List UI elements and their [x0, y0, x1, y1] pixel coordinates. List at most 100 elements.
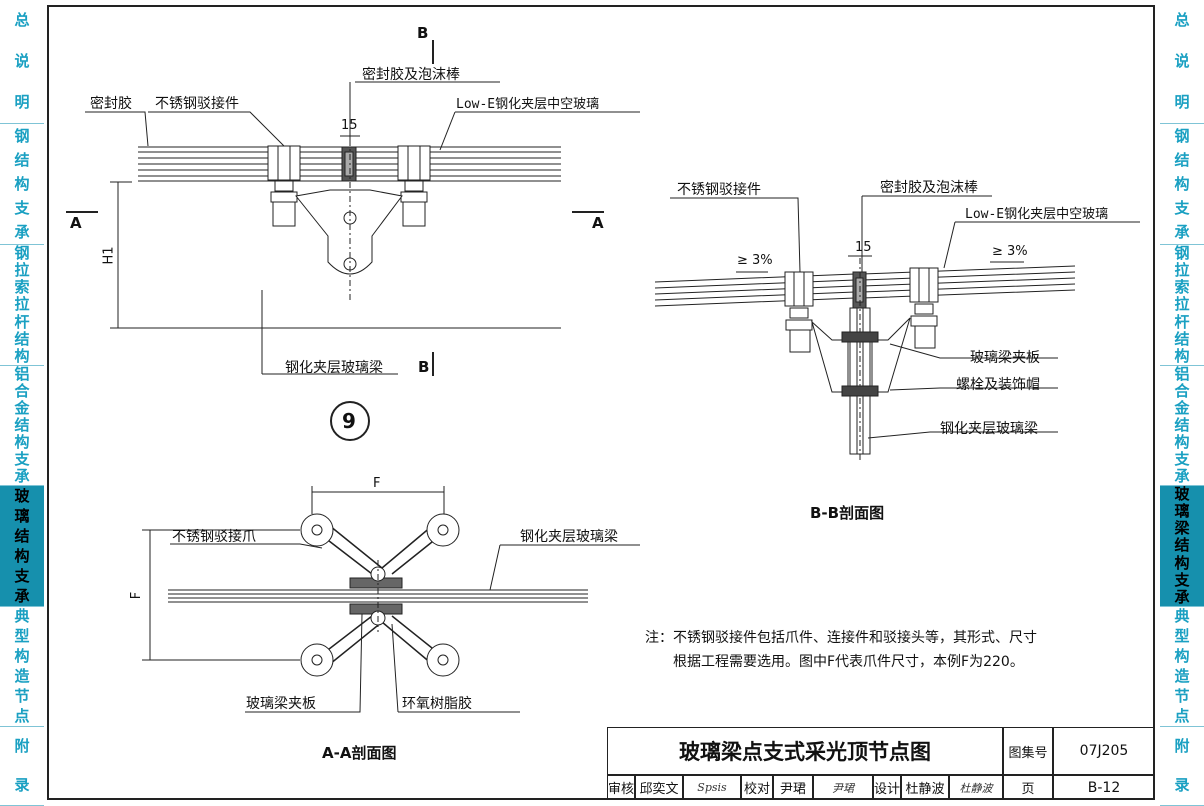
detail9-dim-15: 15 [341, 118, 358, 133]
atlas-number: 07J205 [1053, 727, 1155, 775]
sidebar-char: 构 [1174, 346, 1190, 365]
sidebar-char: 拉 [1174, 295, 1190, 314]
detail9-label-beam: 钢化夹层玻璃梁 [285, 360, 383, 376]
sidebar-char: 铝 [1174, 365, 1190, 383]
sidebar-char: 铝 [14, 365, 30, 383]
drawing-frame [47, 5, 1155, 800]
aa-label-clamp: 玻璃梁夹板 [246, 696, 316, 712]
left-sidebar: 总说明钢结构支承钢拉索拉杆结构铝合金结构支承玻璃结构支承典型构造节点附录 [0, 0, 44, 806]
drawing-title: 玻璃梁点支式采光顶节点图 [607, 727, 1003, 775]
sidebar-char: 型 [1174, 627, 1190, 646]
detail9-section-mark-a-left: A [70, 214, 82, 232]
sidebar-char: 拉 [14, 261, 30, 280]
check-name: 尹珺 [773, 775, 813, 800]
aa-dimensions [142, 486, 445, 661]
review-label: 审核 [607, 775, 635, 800]
sidebar-char: 结 [14, 526, 30, 545]
detail9-leaders [85, 81, 640, 151]
sidebar-char: 支 [1174, 450, 1190, 468]
sidebar-section[interactable]: 钢拉索拉杆结构 [1160, 245, 1204, 366]
detail9-label-sealant: 密封胶 [90, 96, 132, 112]
design-signature: 杜静波 [949, 775, 1003, 800]
atlas-label: 图集号 [1003, 727, 1053, 775]
detail9-label-connector: 不锈钢驳接件 [155, 96, 239, 112]
detail9-bracket [295, 140, 403, 300]
aa-dim-f-top: F [373, 476, 381, 491]
page-label: 页 [1003, 775, 1053, 800]
detail9-label-sealant-foam: 密封胶及泡沫棒 [362, 67, 460, 83]
sidebar-char: 支 [1174, 570, 1190, 589]
sidebar-char: 拉 [1174, 261, 1190, 280]
bb-glass-panels [654, 265, 1076, 307]
bb-dim-15: 15 [855, 240, 872, 255]
sidebar-char: 承 [1174, 467, 1190, 485]
sidebar-char: 构 [14, 346, 30, 365]
right-sidebar: 总说明钢结构支承钢拉索拉杆结构铝合金结构支承玻璃梁结构支承典型构造节点附录 [1160, 0, 1204, 806]
detail9-sealant-joint [341, 146, 357, 182]
aa-label-epoxy: 环氧树脂胶 [402, 696, 472, 712]
sidebar-char: 录 [1174, 776, 1190, 794]
detail9-label-glass: Low-E钢化夹层中空玻璃 [456, 97, 600, 112]
check-signature: 尹珺 [813, 775, 873, 800]
sidebar-section[interactable]: 玻璃梁结构支承 [1160, 486, 1204, 607]
sidebar-char: 节 [1174, 686, 1190, 705]
detail9-section-mark-b-bottom: B [418, 358, 430, 376]
bb-label-clamp: 玻璃梁夹板 [970, 350, 1040, 366]
page-number: B-12 [1053, 775, 1155, 800]
sidebar-char: 承 [1174, 587, 1190, 606]
sidebar-char: 玻 [14, 486, 30, 505]
sidebar-char: 节 [14, 686, 30, 705]
bb-left-fitting [784, 271, 814, 353]
bb-title: B-B剖面图 [810, 504, 885, 522]
sidebar-char: 造 [14, 666, 30, 685]
sidebar-char: 钢 [1174, 244, 1190, 263]
sidebar-char: 支 [1174, 198, 1190, 217]
detail9-left-fitting [267, 145, 301, 227]
bb-beam [811, 258, 911, 460]
sidebar-char: 构 [14, 433, 30, 451]
sidebar-char: 附 [1174, 737, 1190, 755]
sidebar-char: 承 [14, 467, 30, 485]
sidebar-char: 支 [14, 198, 30, 217]
aa-spider-claw [300, 513, 460, 677]
sidebar-char: 承 [1174, 222, 1190, 241]
aa-label-beam: 钢化夹层玻璃梁 [520, 529, 618, 545]
sidebar-char: 玻 [1174, 485, 1190, 504]
sidebar-char: 支 [14, 450, 30, 468]
sidebar-char: 钢 [14, 126, 30, 145]
sidebar-char: 构 [1174, 553, 1190, 572]
sidebar-char: 构 [1174, 174, 1190, 193]
sidebar-char: 构 [14, 647, 30, 666]
sidebar-char: 璃 [14, 506, 30, 525]
sidebar-char: 结 [14, 416, 30, 434]
sidebar-char: 说 [1174, 52, 1190, 70]
sidebar-section[interactable]: 铝合金结构支承 [1160, 366, 1204, 486]
sidebar-char: 承 [14, 586, 30, 605]
sidebar-section[interactable]: 典型构造节点 [1160, 607, 1204, 727]
sidebar-section[interactable]: 钢结构支承 [0, 124, 44, 245]
sidebar-char: 合 [14, 382, 30, 400]
sidebar-char: 明 [1174, 93, 1190, 111]
sidebar-section[interactable]: 钢拉索拉杆结构 [0, 245, 44, 366]
sidebar-section[interactable]: 玻璃结构支承 [0, 486, 44, 607]
sidebar-section[interactable]: 钢结构支承 [1160, 124, 1204, 245]
review-name: 邱奕文 [635, 775, 683, 800]
sidebar-section[interactable]: 总说明 [1160, 0, 1204, 124]
sidebar-char: 结 [14, 329, 30, 348]
sidebar-char: 结 [1174, 536, 1190, 555]
design-name: 杜静波 [901, 775, 949, 800]
sidebar-char: 梁 [1174, 519, 1190, 538]
sidebar-char: 结 [1174, 150, 1190, 169]
sidebar-section[interactable]: 典型构造节点 [0, 607, 44, 727]
detail9-dimensions [110, 135, 561, 375]
sidebar-section[interactable]: 铝合金结构支承 [0, 366, 44, 486]
aa-title: A-A剖面图 [322, 744, 397, 762]
sidebar-char: 总 [14, 11, 30, 29]
sidebar-char: 索 [1174, 278, 1190, 297]
aa-dim-f-left: F [129, 591, 145, 600]
sidebar-char: 拉 [14, 295, 30, 314]
detail9-right-fitting [397, 145, 431, 227]
bb-label-connector: 不锈钢驳接件 [677, 182, 761, 198]
sidebar-section[interactable]: 总说明 [0, 0, 44, 124]
